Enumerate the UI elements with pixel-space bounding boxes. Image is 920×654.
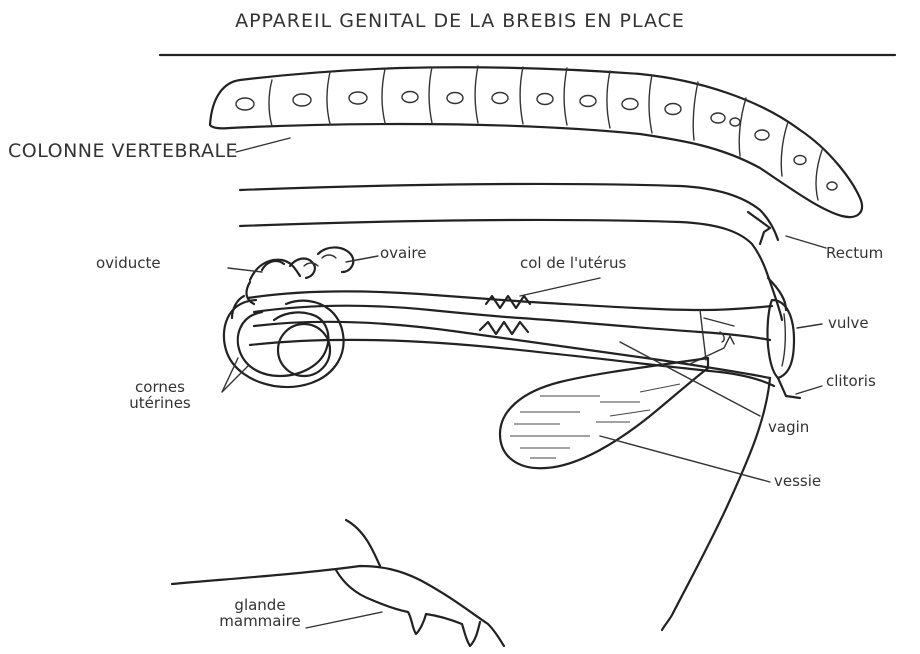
label-glande-mammaire: glande mammaire bbox=[210, 598, 310, 630]
label-cornes-line2: utérines bbox=[110, 396, 210, 412]
label-vagin: vagin bbox=[768, 420, 809, 436]
label-clitoris: clitoris bbox=[826, 374, 876, 390]
label-col-uterus: col de l'utérus bbox=[520, 256, 626, 272]
label-cornes-uterines: cornes utérines bbox=[110, 380, 210, 412]
diagram-title: APPAREIL GENITAL DE LA BREBIS EN PLACE bbox=[0, 12, 920, 32]
label-ovaire: ovaire bbox=[380, 246, 426, 262]
label-vessie: vessie bbox=[774, 474, 821, 490]
reproductive-tract bbox=[224, 247, 800, 398]
label-rectum: Rectum bbox=[826, 246, 883, 262]
bladder bbox=[500, 358, 708, 468]
label-glande-line2: mammaire bbox=[210, 614, 310, 630]
label-colonne-vertebrale: COLONNE VERTEBRALE bbox=[8, 142, 238, 162]
vertebral-column bbox=[210, 66, 862, 217]
label-oviducte: oviducte bbox=[96, 256, 161, 272]
label-vulve: vulve bbox=[828, 316, 869, 332]
